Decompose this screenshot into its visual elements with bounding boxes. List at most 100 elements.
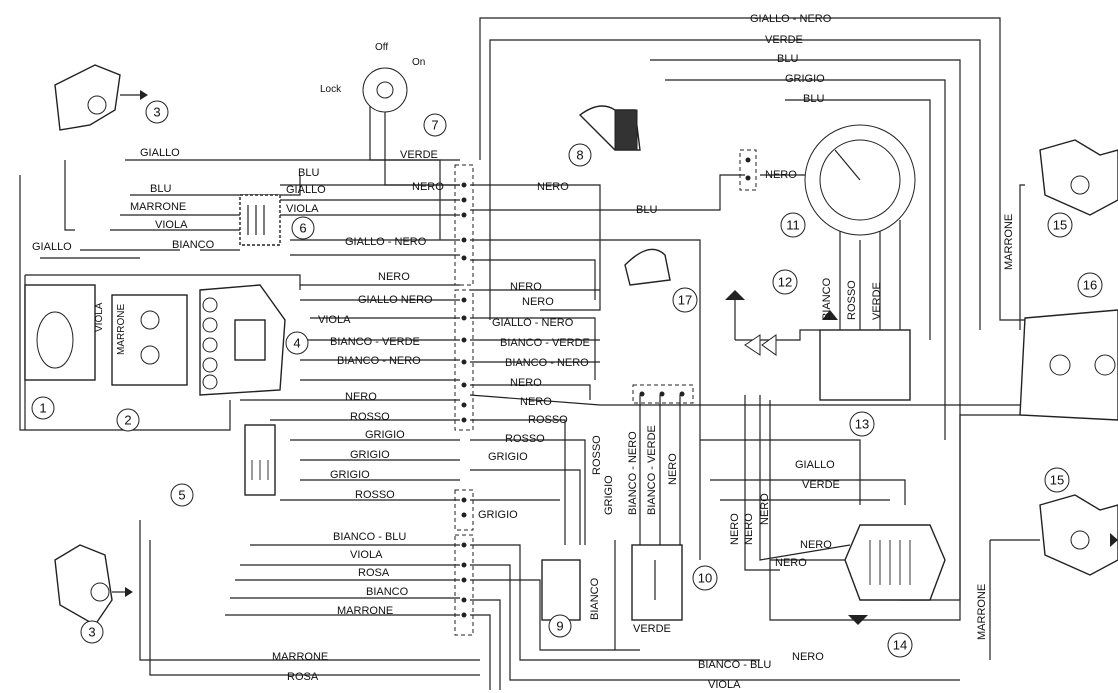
wire-label: GIALLO - NERO xyxy=(492,317,574,329)
wire-label: VERDE xyxy=(633,623,671,635)
wire-label: NERO xyxy=(412,181,444,193)
wire-label: GIALLO xyxy=(32,241,72,253)
wire-label: GRIGIO xyxy=(365,429,405,441)
wire-label: NERO xyxy=(800,539,832,551)
headlamp xyxy=(24,284,96,381)
wire-label: GIALLO xyxy=(795,459,835,471)
wire-label: ROSSO xyxy=(505,433,545,445)
brake-switch xyxy=(631,544,683,621)
connector-blocks xyxy=(454,149,757,636)
number-15-bottom: 15 xyxy=(1050,473,1064,488)
wire-label: BIANCO xyxy=(366,586,409,598)
switch-off-label: Off xyxy=(375,42,388,53)
wire-label: NERO xyxy=(792,651,824,663)
number-15-top: 15 xyxy=(1053,218,1067,233)
wire-label: ROSSO xyxy=(350,411,390,423)
wire-label: BIANCO xyxy=(821,277,833,320)
wire-label: GRIGIO xyxy=(603,475,615,515)
wire-label: BIANCO - VERDE xyxy=(646,425,658,515)
wire-label: VERDE xyxy=(871,282,883,320)
wire-bundle xyxy=(19,17,1095,690)
wire-label: BIANCO - VERDE xyxy=(330,336,420,348)
horn-button xyxy=(239,194,281,246)
bulb-box: MARRONE VIOLA xyxy=(94,294,188,386)
instrument-cluster xyxy=(804,124,916,236)
wire-label: GRIGIO xyxy=(488,451,528,463)
wire-label: VIOLA xyxy=(318,314,351,326)
wire-label: NERO xyxy=(667,453,679,485)
wire-label: BLU xyxy=(777,53,798,65)
wire-label: NERO xyxy=(537,181,569,193)
wire-label: GIALLO NERO xyxy=(358,294,433,306)
wire-label: MARRONE xyxy=(130,201,186,213)
wire-label: NERO xyxy=(510,377,542,389)
wire-label: NERO xyxy=(775,557,807,569)
wire-label: MARRONE xyxy=(272,651,328,663)
wire-label: ROSSO xyxy=(846,280,858,320)
handlebar-light-top-left xyxy=(54,64,148,131)
number-9: 9 xyxy=(556,619,563,634)
number-14: 14 xyxy=(893,638,907,653)
switch-lock-label: Lock xyxy=(320,84,342,95)
number-5: 5 xyxy=(178,488,185,503)
wire-label: NERO xyxy=(522,296,554,308)
wire-label: NERO xyxy=(743,513,755,545)
wire-label: GIALLO xyxy=(286,184,326,196)
diode xyxy=(725,290,777,356)
wire-label: BIANCO - BLU xyxy=(333,531,406,543)
wire-label: GRIGIO xyxy=(785,73,825,85)
wire-label: GRIGIO xyxy=(330,469,370,481)
wire-label: BIANCO - NERO xyxy=(627,431,639,515)
number-3-top: 3 xyxy=(153,105,160,120)
ignition-switch: Off On Lock xyxy=(320,42,425,113)
handlebar-light-bottom-left xyxy=(54,544,133,626)
relay xyxy=(244,424,276,496)
number-17: 17 xyxy=(678,293,692,308)
wire-label: GIALLO - NERO xyxy=(750,13,832,25)
wire-label: GIALLO xyxy=(140,147,180,159)
wire-label: BIANCO - VERDE xyxy=(500,337,590,349)
light-switch xyxy=(199,284,286,396)
wire-label: NERO xyxy=(345,391,377,403)
wire-label: VERDE xyxy=(765,34,803,46)
wire-label: MARRONE xyxy=(976,584,988,640)
number-12: 12 xyxy=(778,275,792,290)
wire-label: ROSA xyxy=(287,671,319,683)
wire-label: BIANCO - NERO xyxy=(505,357,589,369)
wire-label: GRIGIO xyxy=(350,449,390,461)
wire-label: NERO xyxy=(510,281,542,293)
switch-on-label: On xyxy=(412,57,425,68)
number-13: 13 xyxy=(855,417,869,432)
horn xyxy=(578,105,641,151)
number-4: 4 xyxy=(293,336,300,351)
number-8: 8 xyxy=(576,148,583,163)
number-10: 10 xyxy=(698,571,712,586)
wire-label: BIANCO - NERO xyxy=(337,355,421,367)
wire-label: BLU xyxy=(298,167,319,179)
number-3-bottom: 3 xyxy=(88,625,95,640)
wire-label: VIOLA xyxy=(155,219,188,231)
voltage-regulator xyxy=(541,559,581,621)
wire-label: BIANCO - BLU xyxy=(698,659,771,671)
wire-label: MARRONE xyxy=(337,605,393,617)
wire-label: BLU xyxy=(150,183,171,195)
b2-label-marrone: MARRONE xyxy=(116,304,127,355)
wire-label: BIANCO xyxy=(589,577,601,620)
wire-label: ROSSO xyxy=(528,414,568,426)
wire-label: VIOLA xyxy=(708,679,741,691)
wire-label: NERO xyxy=(729,513,741,545)
wire-label: BLU xyxy=(636,204,657,216)
wire-labels: GIALLO - NERO VERDE BLU GRIGIO BLU GIALL… xyxy=(32,13,1015,691)
wire-label: VIOLA xyxy=(286,203,319,215)
number-2: 2 xyxy=(124,413,131,428)
wire-label: BIANCO xyxy=(172,239,215,251)
wire-label: NERO xyxy=(378,271,410,283)
wire-label: NERO xyxy=(759,493,771,525)
stop-switch xyxy=(624,248,671,286)
wire-label: NERO xyxy=(520,396,552,408)
number-16: 16 xyxy=(1083,278,1097,293)
wire-label: NERO xyxy=(765,169,797,181)
wire-label: VERDE xyxy=(802,479,840,491)
